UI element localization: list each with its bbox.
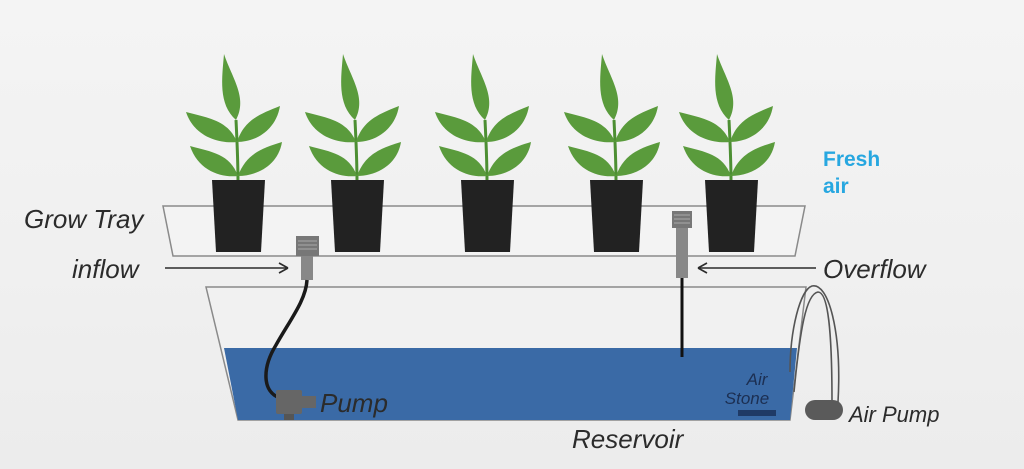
plant-1 — [184, 52, 284, 252]
inflow-arrow — [165, 262, 289, 274]
plant-seedling-icon — [184, 52, 284, 184]
air-tube-loop — [793, 291, 833, 403]
plant-4 — [562, 52, 662, 252]
air-pump-icon — [805, 400, 843, 420]
plant-seedling-icon — [303, 52, 403, 184]
pump-tube — [264, 279, 309, 400]
fresh-air-label-line2: air — [823, 175, 849, 198]
reservoir-water — [224, 348, 797, 420]
air-stone-label-line2: Stone — [725, 389, 769, 408]
pot-2 — [331, 180, 384, 252]
plant-5 — [677, 52, 777, 252]
pump-label: Pump — [320, 388, 388, 418]
overflow-fitting — [672, 211, 692, 278]
plant-seedling-icon — [677, 52, 777, 184]
plant-seedling-icon — [433, 52, 533, 184]
overflow-arrow — [697, 262, 816, 274]
plant-2 — [303, 52, 403, 252]
pot-1 — [212, 180, 265, 252]
pot-5 — [705, 180, 758, 252]
plant-3 — [433, 52, 533, 252]
reservoir-label: Reservoir — [572, 424, 685, 454]
submersible-pump-icon — [276, 390, 316, 420]
overflow-label: Overflow — [823, 254, 928, 284]
air-pump-label: Air Pump — [847, 402, 939, 427]
plant-seedling-icon — [562, 52, 662, 184]
air-stone-label-line1: Air — [746, 370, 769, 389]
air-stone-icon — [738, 410, 776, 416]
inflow-label: inflow — [72, 254, 141, 284]
pot-3 — [461, 180, 514, 252]
grow-tray-label: Grow Tray — [24, 204, 145, 234]
fresh-air-label-line1: Fresh — [823, 148, 880, 171]
pot-4 — [590, 180, 643, 252]
air-tube — [789, 285, 840, 403]
inflow-fitting — [296, 236, 319, 280]
